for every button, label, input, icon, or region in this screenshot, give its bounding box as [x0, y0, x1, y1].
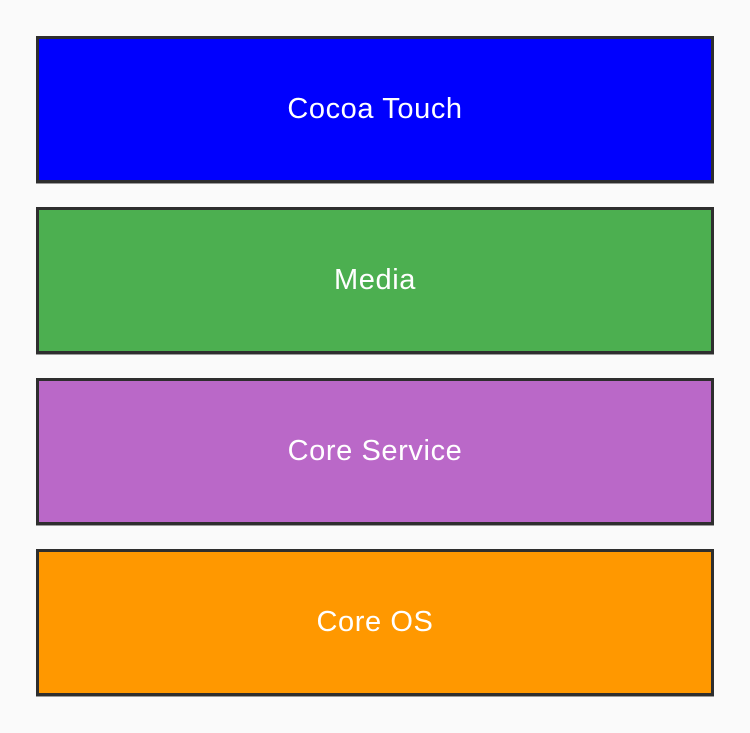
layer-core-os-label: Core OS — [316, 606, 434, 638]
layer-core-service: Core Service — [36, 378, 714, 525]
layer-cocoa-touch-label: Cocoa Touch — [287, 93, 463, 125]
layer-cocoa-touch: Cocoa Touch — [36, 36, 714, 183]
layer-media: Media — [36, 207, 714, 354]
layer-stack: Cocoa Touch Media Core Service Core OS — [36, 36, 714, 696]
layer-media-label: Media — [334, 264, 416, 296]
layer-core-os: Core OS — [36, 549, 714, 696]
layer-core-service-label: Core Service — [287, 435, 463, 467]
